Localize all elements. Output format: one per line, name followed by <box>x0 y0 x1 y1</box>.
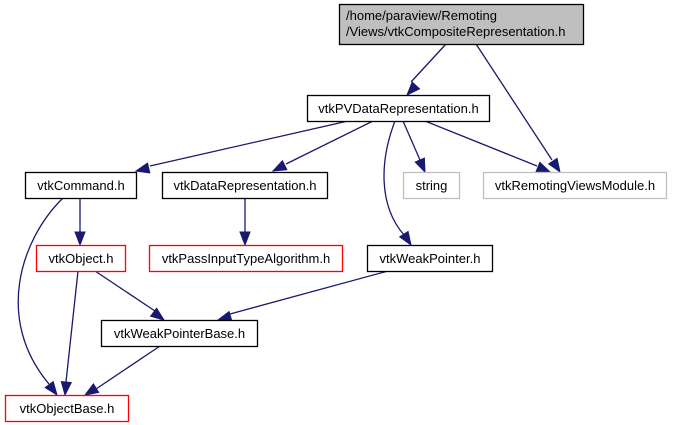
arrowhead-icon <box>271 159 288 172</box>
edge-weakptrbase-to-objectbase <box>83 345 161 396</box>
node-objectbase[interactable]: vtkObjectBase.h <box>4 394 130 423</box>
arrowhead-icon <box>60 380 73 397</box>
edge-pvdatarep-to-string <box>402 120 426 174</box>
node-label: vtkDataRepresentation.h <box>173 178 316 193</box>
node-module[interactable]: vtkRemotingViewsModule.h <box>482 171 668 200</box>
node-label: vtkObject.h <box>48 251 113 266</box>
arrowhead-icon <box>74 231 86 247</box>
edge-root-to-pvdatarep <box>406 43 447 97</box>
node-root: /home/paraview/Remoting/Views/vtkComposi… <box>338 3 585 46</box>
edge-line <box>95 345 161 390</box>
node-box <box>4 394 130 423</box>
edge-line <box>17 197 64 385</box>
node-label: string <box>416 178 448 193</box>
edge-root-to-module <box>475 43 561 174</box>
node-label: vtkCommand.h <box>37 178 124 193</box>
node-label: /Views/vtkCompositeRepresentation.h <box>346 24 565 39</box>
node-passinput[interactable]: vtkPassInputTypeAlgorithm.h <box>148 244 344 273</box>
node-box <box>366 244 494 273</box>
edge-command-to-object <box>74 198 86 247</box>
edge-command-to-objectbase <box>17 197 64 397</box>
arrowhead-icon <box>83 382 100 396</box>
node-weakptr[interactable]: vtkWeakPointer.h <box>366 244 494 273</box>
arrowhead-icon <box>406 81 421 97</box>
edge-line <box>424 120 538 167</box>
node-label: vtkPassInputTypeAlgorithm.h <box>162 251 330 266</box>
node-label: vtkWeakPointer.h <box>380 251 481 266</box>
arrowhead-icon <box>398 230 412 247</box>
edge-pvdatarep-to-datarep <box>271 120 374 172</box>
node-box <box>148 244 344 273</box>
node-pvdatarep[interactable]: vtkPVDataRepresentation.h <box>306 94 491 123</box>
edge-pvdatarep-to-module <box>424 120 552 173</box>
edge-object-to-weakptrbase <box>94 270 166 321</box>
node-weakptrbase[interactable]: vtkWeakPointerBase.h <box>100 319 259 348</box>
node-box <box>35 244 127 273</box>
edge-line <box>402 120 421 161</box>
edge-pvdatarep-to-weakptr <box>383 120 412 247</box>
node-datarep[interactable]: vtkDataRepresentation.h <box>161 171 329 200</box>
arrowhead-icon <box>216 310 233 322</box>
node-box <box>338 3 585 46</box>
edge-line <box>149 120 349 167</box>
node-object[interactable]: vtkObject.h <box>35 244 127 273</box>
edge-line <box>285 120 374 165</box>
edge-line <box>410 43 447 83</box>
node-box <box>402 171 461 200</box>
arrowhead-icon <box>547 157 561 174</box>
arrowhead-icon <box>535 161 552 173</box>
edge-line <box>65 270 79 383</box>
arrowhead-icon <box>134 162 151 174</box>
edge-line <box>229 270 389 315</box>
node-label: /home/paraview/Remoting <box>346 8 497 23</box>
edge-datarep-to-passinput <box>239 198 251 247</box>
arrowhead-icon <box>149 307 166 321</box>
node-label: vtkRemotingViewsModule.h <box>495 178 655 193</box>
edge-pvdatarep-to-command <box>134 120 349 174</box>
edge-line <box>475 43 553 161</box>
edge-line <box>383 120 405 236</box>
arrowhead-icon <box>44 380 58 397</box>
node-box <box>24 171 138 200</box>
node-box <box>100 319 259 348</box>
node-command[interactable]: vtkCommand.h <box>24 171 138 200</box>
arrowhead-icon <box>414 157 426 174</box>
node-string[interactable]: string <box>402 171 461 200</box>
edge-line <box>94 270 156 312</box>
node-box <box>161 171 329 200</box>
edge-object-to-objectbase <box>60 270 79 397</box>
node-box <box>482 171 668 200</box>
node-label: vtkWeakPointerBase.h <box>114 326 245 341</box>
nodes-layer: /home/paraview/Remoting/Views/vtkComposi… <box>4 3 668 423</box>
edge-weakptr-to-weakptrbase <box>216 270 389 322</box>
node-box <box>306 94 491 123</box>
arrowhead-icon <box>239 231 251 247</box>
node-label: vtkPVDataRepresentation.h <box>318 101 478 116</box>
node-label: vtkObjectBase.h <box>20 401 115 416</box>
edges-layer <box>17 43 561 397</box>
